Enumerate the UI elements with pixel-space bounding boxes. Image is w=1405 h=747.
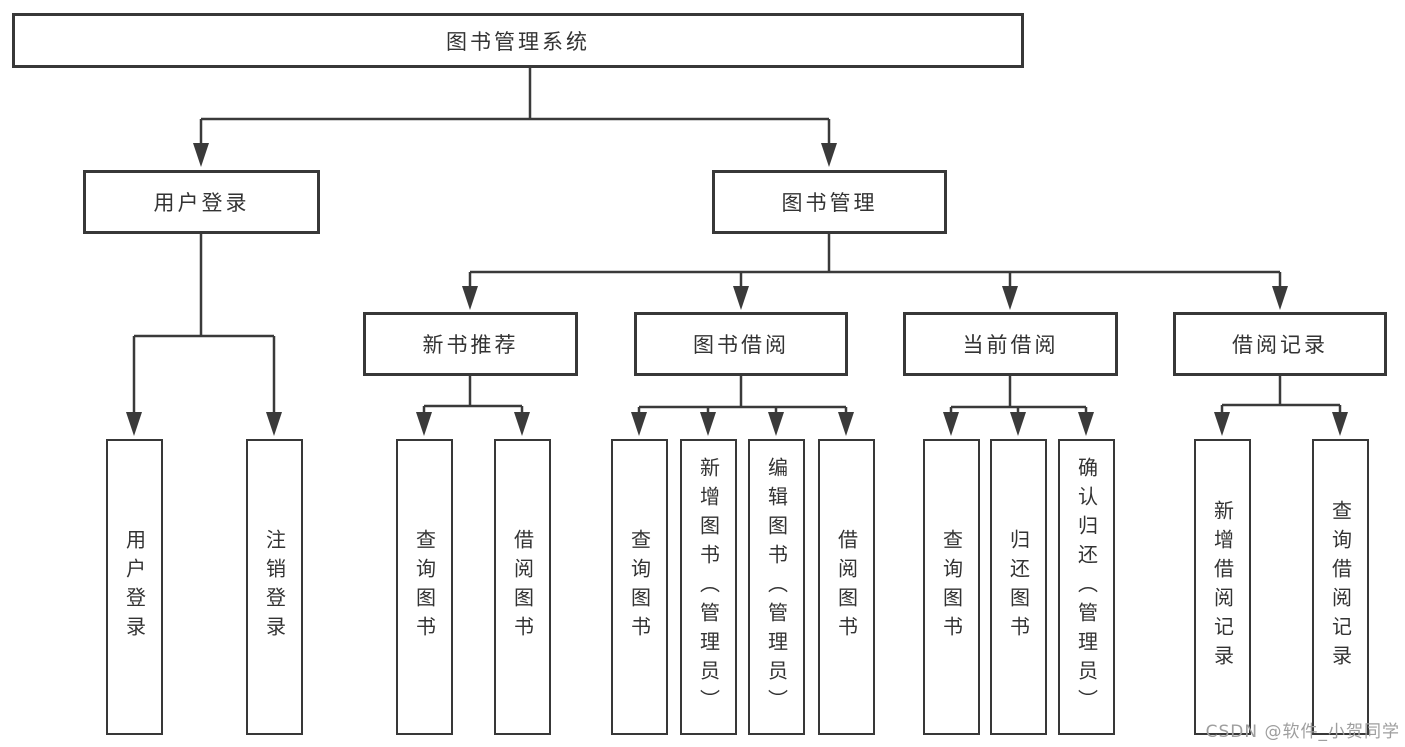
node-leaf-query-books-current: 查询图书 (923, 439, 980, 735)
arrow-down-icon (733, 286, 749, 310)
connector-book-borrow-to-leaves (637, 376, 848, 414)
arrow-down-icon (266, 412, 282, 436)
arrow-down-icon (193, 143, 209, 167)
arrow-down-icon (943, 412, 959, 436)
node-label: 新书推荐 (422, 333, 519, 357)
node-borrow-records: 借阅记录 (1173, 312, 1387, 376)
arrow-down-icon (821, 143, 837, 167)
node-label: 借阅图书 (834, 529, 859, 645)
node-new-book-recommend: 新书推荐 (363, 312, 578, 376)
node-label: 编辑图书（管理员） (764, 456, 789, 718)
connector-new-books-to-leaves (422, 376, 524, 414)
arrow-down-icon (1010, 412, 1026, 436)
connector-borrow-records-to-leaves (1220, 376, 1342, 414)
node-label: 新增图书（管理员） (696, 456, 721, 718)
node-label: 查询借阅记录 (1328, 500, 1353, 674)
node-leaf-query-borrow-record: 查询借阅记录 (1312, 439, 1369, 735)
node-label: 图书管理 (781, 191, 878, 215)
arrow-down-icon (514, 412, 530, 436)
node-label: 用户登录 (122, 529, 147, 645)
arrow-down-icon (1332, 412, 1348, 436)
arrow-down-icon (1002, 286, 1018, 310)
node-leaf-return-books: 归还图书 (990, 439, 1047, 735)
node-leaf-logout: 注销登录 (246, 439, 303, 735)
arrow-down-icon (700, 412, 716, 436)
arrow-down-icon (768, 412, 784, 436)
node-leaf-add-books-admin: 新增图书（管理员） (680, 439, 737, 735)
node-leaf-edit-books-admin: 编辑图书（管理员） (748, 439, 805, 735)
arrow-down-icon (631, 412, 647, 436)
csdn-watermark: CSDN @软件_小贺同学 (1205, 722, 1400, 742)
arrow-down-icon (1078, 412, 1094, 436)
node-leaf-borrow-books: 借阅图书 (818, 439, 875, 735)
node-label: 注销登录 (262, 529, 287, 645)
node-label: 查询图书 (627, 529, 652, 645)
node-leaf-borrow-books-recommend: 借阅图书 (494, 439, 551, 735)
node-label: 当前借阅 (962, 333, 1059, 357)
node-label: 查询图书 (412, 529, 437, 645)
connector-current-borrow-to-leaves (949, 376, 1088, 414)
node-leaf-query-books-borrow: 查询图书 (611, 439, 668, 735)
node-label: 查询图书 (939, 529, 964, 645)
node-root-system: 图书管理系统 (12, 13, 1024, 68)
node-book-management: 图书管理 (712, 170, 947, 234)
node-label: 图书管理系统 (446, 29, 590, 54)
node-label: 借阅记录 (1232, 333, 1328, 357)
node-leaf-confirm-return-admin: 确认归还（管理员） (1058, 439, 1115, 735)
connector-root-to-level2 (199, 68, 831, 145)
arrow-down-icon (1214, 412, 1230, 436)
arrow-down-icon (838, 412, 854, 436)
node-label: 借阅图书 (510, 529, 535, 645)
node-label: 新增借阅记录 (1210, 500, 1235, 674)
arrow-down-icon (1272, 286, 1288, 310)
arrow-down-icon (462, 286, 478, 310)
node-leaf-query-books-recommend: 查询图书 (396, 439, 453, 735)
node-leaf-add-borrow-record: 新增借阅记录 (1194, 439, 1251, 735)
connector-user-login-to-leaves (132, 234, 276, 413)
node-user-login: 用户登录 (83, 170, 320, 234)
connector-book-mgmt-to-level3 (468, 234, 1282, 287)
node-label: 用户登录 (153, 191, 250, 215)
node-current-borrow: 当前借阅 (903, 312, 1118, 376)
node-label: 图书借阅 (693, 333, 789, 357)
node-label: 归还图书 (1006, 529, 1031, 645)
node-label: 确认归还（管理员） (1074, 456, 1099, 718)
arrow-down-icon (126, 412, 142, 436)
node-leaf-user-login: 用户登录 (106, 439, 163, 735)
node-book-borrow: 图书借阅 (634, 312, 848, 376)
arrow-down-icon (416, 412, 432, 436)
